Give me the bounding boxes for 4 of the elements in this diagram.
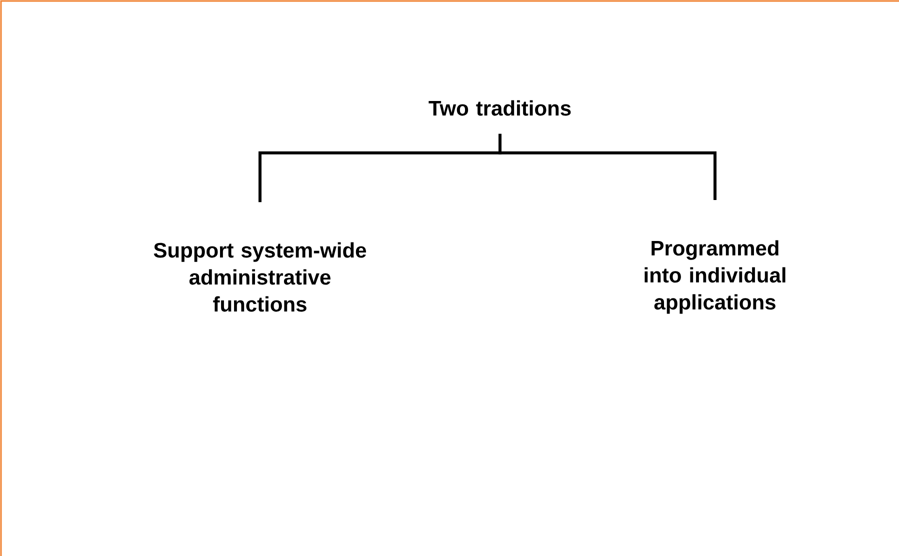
tree-connector	[498, 134, 716, 200]
text-label: Support system-wide administrative functions	[154, 242, 366, 312]
text-label: Two traditions	[428, 100, 571, 116]
text-label: Programmed into individual applications	[644, 240, 786, 314]
